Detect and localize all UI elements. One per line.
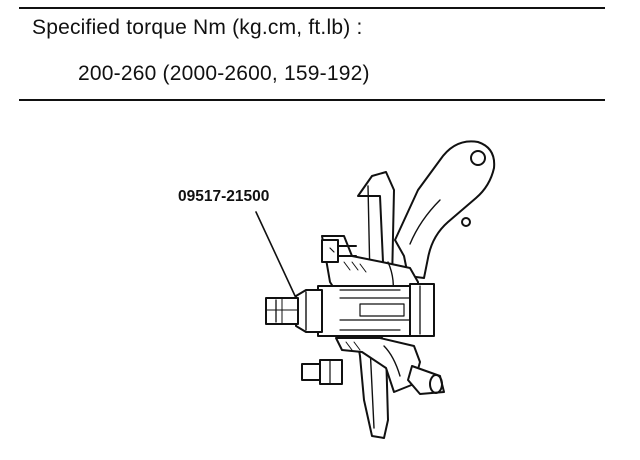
torque-spec-value: 200-260 (2000-2600, 159-192) (78, 62, 370, 85)
rear-flange (409, 283, 435, 337)
callout-leader-line (255, 211, 297, 299)
hatching (343, 261, 367, 351)
steering-arm (394, 140, 496, 279)
bottom-rule (19, 99, 605, 101)
lower-arm-stub (407, 365, 445, 395)
upper-bolt (321, 239, 357, 263)
steering-arm-hole (470, 150, 486, 166)
top-rule (19, 7, 605, 9)
lower-stud (301, 359, 343, 385)
tool-part-number: 09517-21500 (178, 188, 270, 205)
torque-spec-label: Specified torque Nm (kg.cm, ft.lb) : (32, 16, 363, 39)
hub-nut (295, 289, 323, 333)
special-tool (265, 297, 299, 325)
